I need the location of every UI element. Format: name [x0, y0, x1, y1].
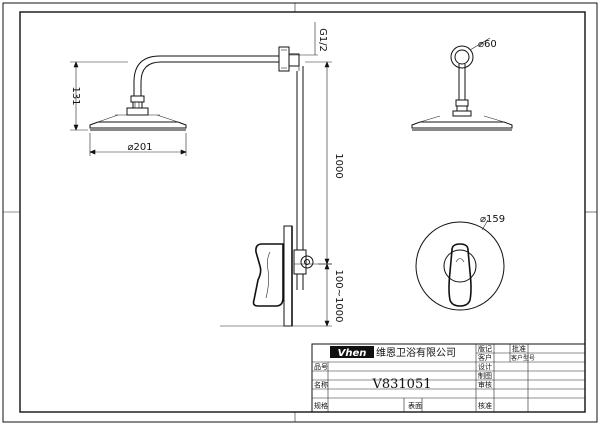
title-block: Vhen 维恩卫浴有限公司 品号 名称 规格 表面 V831051 版记 批准 …	[311, 343, 586, 413]
dim-1000-label: 1000	[333, 153, 344, 178]
escutcheon-inner	[443, 249, 477, 283]
label-name: 名称	[314, 380, 328, 389]
diverter-body	[293, 249, 307, 275]
label-audit: 核准	[478, 401, 492, 410]
wall-flange-top	[278, 46, 290, 72]
side-view: ⌀60	[411, 37, 513, 131]
label-approve: 批准	[512, 344, 526, 353]
label-material: 表面	[408, 401, 422, 410]
side-flange	[450, 45, 474, 69]
dim-100-1000-label: 100~1000	[333, 270, 344, 323]
shower-arm	[133, 55, 279, 96]
label-drawing: 制图	[478, 371, 492, 380]
dim-60-label: ⌀60	[478, 39, 497, 50]
dim-100-1000	[220, 263, 332, 327]
dim-201-label: ⌀201	[127, 142, 152, 153]
shower-head	[89, 121, 187, 129]
label-spec: 规格	[314, 401, 328, 410]
frame-ticks	[3, 3, 597, 422]
brand-logo	[330, 346, 374, 358]
brand-logo-text: Vhen	[338, 348, 367, 359]
escutcheon-outer	[415, 221, 505, 311]
label-customer-code: 客户型号	[511, 354, 535, 362]
dim-g12-label: G1/2	[317, 28, 328, 52]
dim-g12	[289, 22, 318, 56]
escutcheon-view: ⌀159	[415, 214, 505, 311]
mixer-handle	[252, 243, 284, 307]
model-number: V831051	[371, 377, 431, 392]
front-view: 131 ⌀201 G1/2 1000	[70, 22, 344, 327]
dim-159-label: ⌀159	[480, 214, 505, 225]
company-name: 维恩卫浴有限公司	[376, 346, 456, 359]
dim-1000	[305, 61, 332, 265]
side-shower-head	[411, 121, 513, 129]
riser-pipe	[296, 66, 304, 250]
label-part-no: 品号	[314, 363, 328, 371]
arm-nut	[130, 95, 145, 103]
dim-131	[70, 61, 128, 131]
diverter-knob	[300, 255, 314, 269]
label-check: 审核	[478, 380, 492, 389]
dim-131-label: 131	[70, 86, 81, 105]
label-version: 版记	[478, 344, 492, 353]
wall-plate	[283, 225, 293, 327]
escutcheon-handle	[448, 243, 472, 307]
label-design: 设计	[478, 362, 492, 371]
label-customer: 客户	[478, 353, 492, 362]
dim-201	[89, 133, 187, 156]
